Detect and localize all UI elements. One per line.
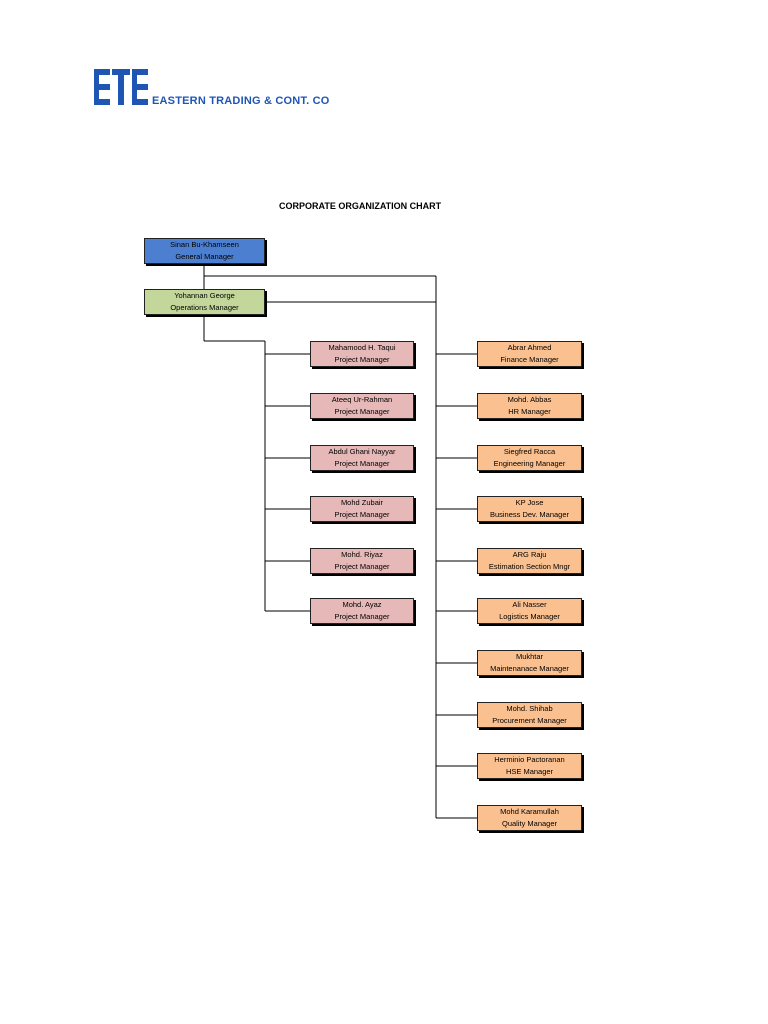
general-manager-box: Sinan Bu-Khamseen General Manager bbox=[144, 238, 265, 264]
project-manager-role: Project Manager bbox=[334, 562, 390, 571]
project-manager-name: Ateeq Ur-Rahman bbox=[331, 395, 393, 404]
operations-manager-name: Yohannan George bbox=[174, 291, 235, 300]
department-manager-name: Ali Nasser bbox=[512, 600, 547, 609]
department-manager-box: Siegfred Racca Engineering Manager bbox=[477, 445, 582, 471]
department-manager-role: Business Dev. Manager bbox=[489, 510, 570, 519]
department-manager-box: Ali Nasser Logistics Manager bbox=[477, 598, 582, 624]
project-manager-name: Abdul Ghani Nayyar bbox=[328, 447, 396, 456]
operations-manager-role: Operations Manager bbox=[170, 303, 239, 312]
project-manager-name: Mahamood H. Taqui bbox=[328, 343, 396, 352]
project-manager-box: Abdul Ghani Nayyar Project Manager bbox=[310, 445, 414, 471]
project-manager-name: Mohd Zubair bbox=[340, 498, 384, 507]
department-manager-box: KP Jose Business Dev. Manager bbox=[477, 496, 582, 522]
department-manager-role: HSE Manager bbox=[505, 767, 554, 776]
department-manager-box: Abrar Ahmed Finance Manager bbox=[477, 341, 582, 367]
project-manager-role: Project Manager bbox=[334, 355, 390, 364]
department-manager-box: Herminio Pactoranan HSE Manager bbox=[477, 753, 582, 779]
department-manager-role: Logistics Manager bbox=[499, 612, 560, 621]
general-manager-role: General Manager bbox=[175, 252, 234, 261]
department-manager-role: Quality Manager bbox=[501, 819, 558, 828]
department-manager-role: Engineering Manager bbox=[493, 459, 566, 468]
department-manager-name: KP Jose bbox=[515, 498, 544, 507]
department-manager-role: Procurement Manager bbox=[492, 716, 567, 725]
general-manager-name: Sinan Bu-Khamseen bbox=[170, 240, 239, 249]
department-manager-name: Mukhtar bbox=[515, 652, 544, 661]
project-manager-box: Mohd. Ayaz Project Manager bbox=[310, 598, 414, 624]
department-manager-box: ARG Raju Estimation Section Mngr bbox=[477, 548, 582, 574]
project-manager-box: Ateeq Ur-Rahman Project Manager bbox=[310, 393, 414, 419]
project-manager-role: Project Manager bbox=[334, 459, 390, 468]
department-manager-box: Mukhtar Maintenanace Manager bbox=[477, 650, 582, 676]
ete-logo bbox=[94, 69, 148, 105]
project-manager-name: Mohd. Riyaz bbox=[341, 550, 383, 559]
department-manager-box: Mohd. Shihab Procurement Manager bbox=[477, 702, 582, 728]
project-manager-role: Project Manager bbox=[334, 407, 390, 416]
department-manager-name: Siegfred Racca bbox=[503, 447, 556, 456]
operations-manager-box: Yohannan George Operations Manager bbox=[144, 289, 265, 315]
department-manager-name: Mohd. Shihab bbox=[506, 704, 553, 713]
department-manager-name: Mohd Karamullah bbox=[500, 807, 559, 816]
project-manager-box: Mahamood H. Taqui Project Manager bbox=[310, 341, 414, 367]
department-manager-box: Mohd Karamullah Quality Manager bbox=[477, 805, 582, 831]
project-manager-name: Mohd. Ayaz bbox=[342, 600, 382, 609]
department-manager-role: Estimation Section Mngr bbox=[488, 562, 571, 571]
company-name: EASTERN TRADING & CONT. CO bbox=[152, 95, 330, 107]
department-manager-name: Abrar Ahmed bbox=[507, 343, 552, 352]
department-manager-name: ARG Raju bbox=[512, 550, 547, 559]
project-manager-role: Project Manager bbox=[334, 612, 390, 621]
department-manager-role: Maintenanace Manager bbox=[490, 664, 569, 673]
department-manager-box: Mohd. Abbas HR Manager bbox=[477, 393, 582, 419]
department-manager-role: HR Manager bbox=[508, 407, 551, 416]
department-manager-name: Herminio Pactoranan bbox=[494, 755, 565, 764]
chart-title: CORPORATE ORGANIZATION CHART bbox=[279, 201, 442, 211]
project-manager-box: Mohd. Riyaz Project Manager bbox=[310, 548, 414, 574]
project-manager-role: Project Manager bbox=[334, 510, 390, 519]
department-manager-name: Mohd. Abbas bbox=[507, 395, 552, 404]
project-manager-box: Mohd Zubair Project Manager bbox=[310, 496, 414, 522]
department-manager-role: Finance Manager bbox=[500, 355, 559, 364]
